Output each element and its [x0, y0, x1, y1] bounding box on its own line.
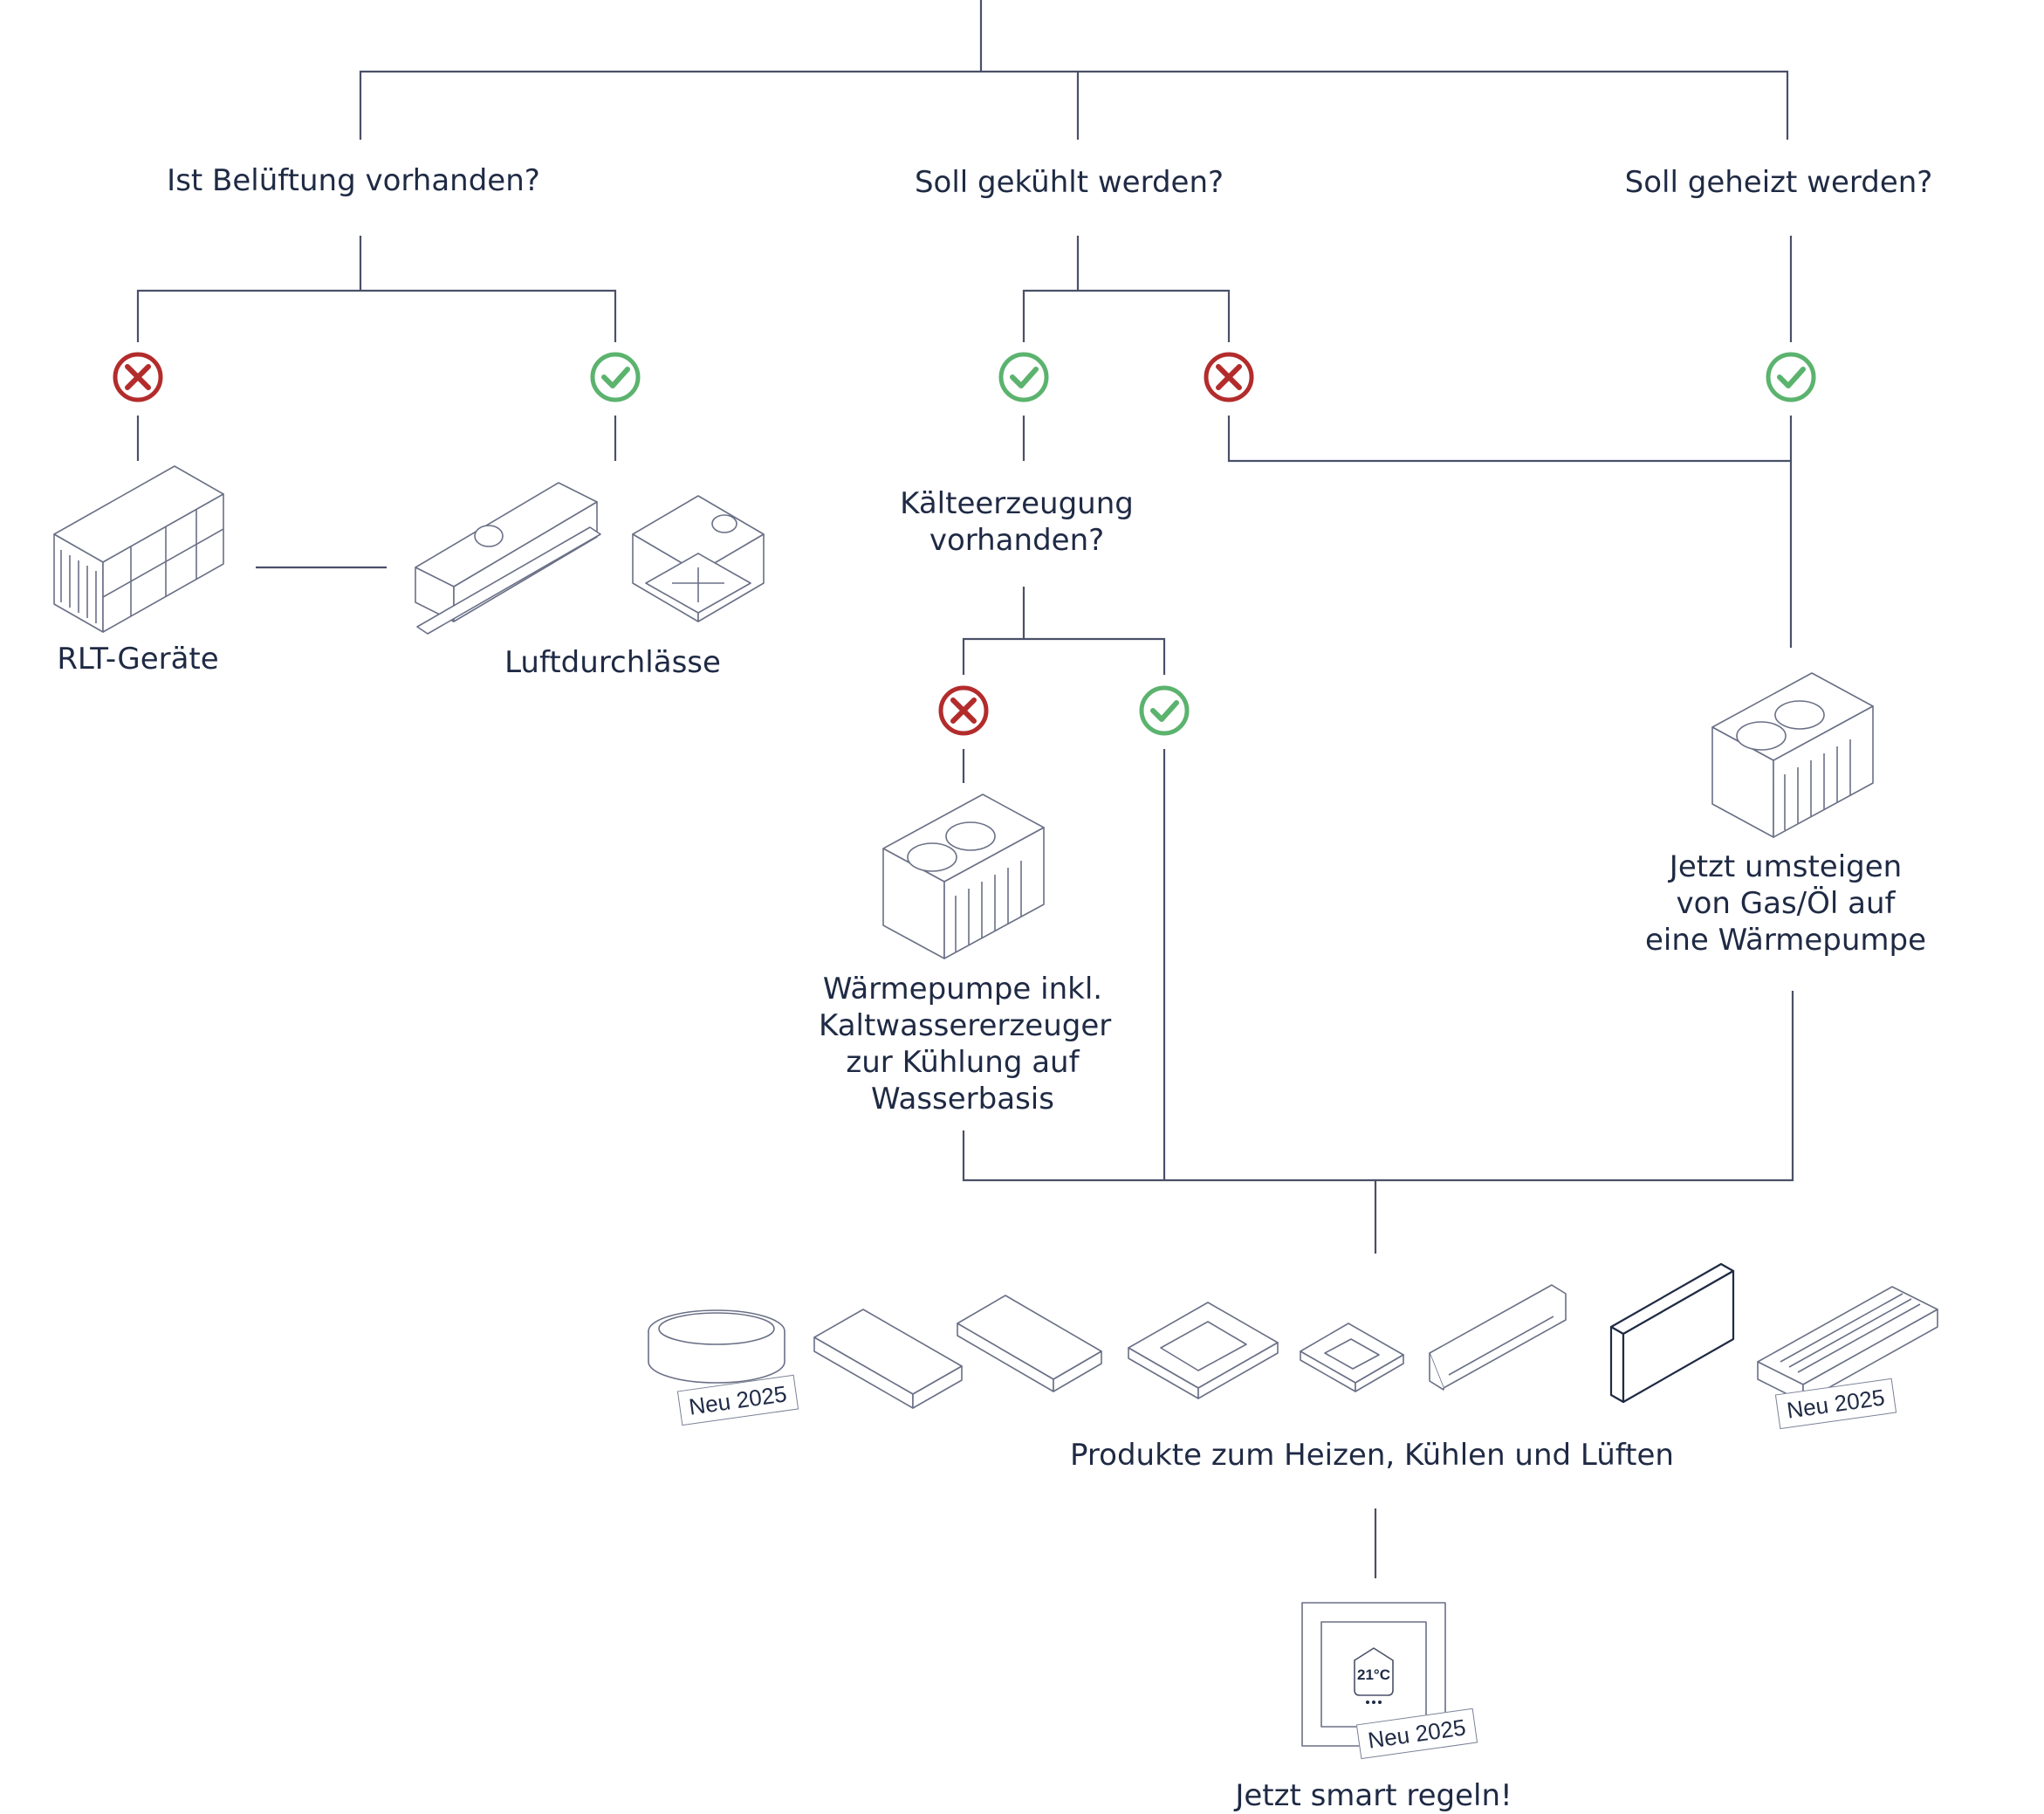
- check-circle-icon: [590, 352, 641, 402]
- connector-lines: [136, 0, 1794, 1578]
- product-wall-unit-icon: [1429, 1284, 1567, 1391]
- check-circle-icon: [1766, 352, 1816, 402]
- ceiling-diffuser-icon: [632, 495, 765, 622]
- product-small-cassette-icon: [1300, 1323, 1404, 1392]
- outcome-products: Produkte zum Heizen, Kühlen und Lüften: [1070, 1438, 1674, 1473]
- x-circle-icon: [938, 685, 989, 736]
- check-circle-icon: [998, 352, 1049, 402]
- heat-pump-icon: [1711, 672, 1874, 838]
- x-circle-icon: [113, 352, 163, 402]
- thermostat-dot: [1372, 1701, 1375, 1704]
- outcome-smart: Jetzt smart regeln!: [1235, 1778, 1512, 1813]
- product-ceiling-unit-2-icon: [957, 1295, 1102, 1392]
- heat-pump-chiller-icon: [882, 794, 1045, 959]
- product-cassette-icon: [1128, 1302, 1279, 1399]
- check-circle-icon: [1139, 685, 1190, 736]
- outcome-air-outlets: Luftdurchlässe: [504, 645, 721, 680]
- outcome-rlt: RLT-Geräte: [57, 642, 219, 677]
- slot-diffuser-icon: [415, 482, 601, 635]
- outcome-heat-pump-chiller: Wärmepumpe inkl. Kaltwassererzeuger zur …: [819, 972, 1112, 1117]
- question-ventilation: Ist Belüftung vorhanden?: [167, 163, 540, 198]
- product-convector-icon: [1609, 1262, 1735, 1404]
- question-heating: Soll geheizt werden?: [1624, 165, 1933, 200]
- question-cold-generation: Kälteerzeugung vorhanden?: [900, 486, 1134, 558]
- question-cooling: Soll gekühlt werden?: [914, 165, 1224, 200]
- thermostat-dot: [1378, 1701, 1382, 1704]
- outcome-switch-heat-pump: Jetzt umsteigen von Gas/Öl auf eine Wärm…: [1644, 849, 1927, 958]
- air-handling-unit-icon: [53, 465, 224, 633]
- product-round-unit-icon: [648, 1309, 785, 1384]
- thermostat-icon: [1301, 1602, 1446, 1747]
- thermostat-dot: [1366, 1701, 1369, 1704]
- thermostat-display-text: 21°C: [1357, 1666, 1390, 1683]
- product-ceiling-unit-icon: [813, 1309, 963, 1409]
- x-circle-icon: [1204, 352, 1254, 402]
